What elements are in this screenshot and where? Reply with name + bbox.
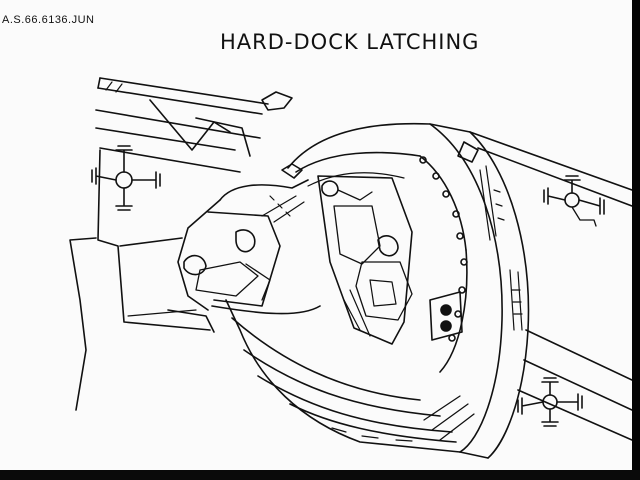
docking-adapter-section bbox=[178, 180, 320, 314]
agena-target-vehicle bbox=[70, 78, 292, 410]
docking-light-fitting bbox=[282, 142, 478, 178]
cabin-crew-opening bbox=[318, 176, 462, 344]
diagram-title: HARD-DOCK LATCHING bbox=[220, 30, 480, 54]
thruster-cluster-left bbox=[92, 146, 160, 210]
spacecraft-docking-illustration bbox=[0, 0, 632, 470]
scan-border-bottom bbox=[0, 470, 640, 480]
thruster-cluster-lower-right bbox=[518, 378, 582, 426]
photo-code: A.S.66.6136.JUN bbox=[2, 14, 95, 26]
thruster-cluster-upper-right bbox=[544, 176, 604, 226]
adapter-section-lines bbox=[470, 132, 632, 440]
scan-border-right bbox=[632, 0, 640, 480]
document-sheet: A.S.66.6136.JUN HARD-DOCK LATCHING bbox=[0, 0, 632, 470]
gemini-spacecraft-body bbox=[226, 124, 528, 458]
